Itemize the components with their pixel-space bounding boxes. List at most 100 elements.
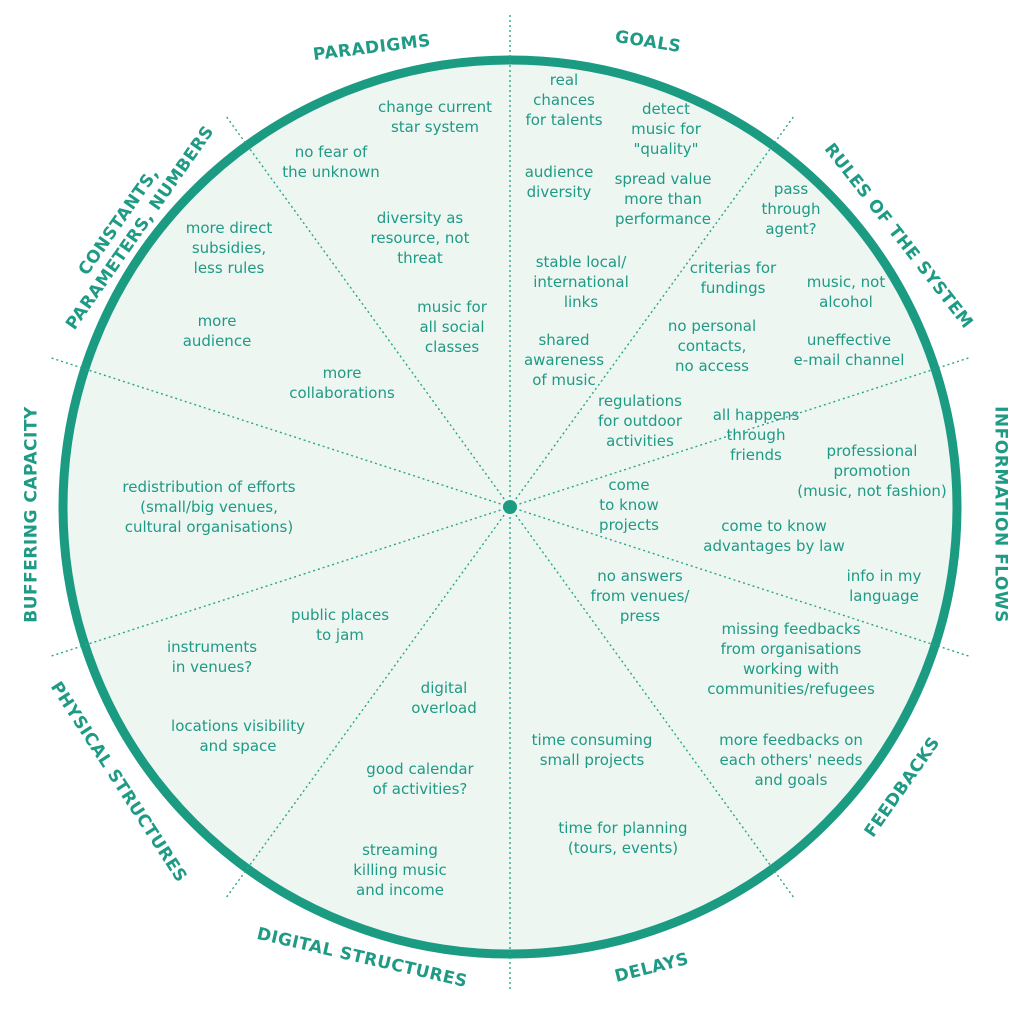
note-line: no answers [597, 567, 683, 585]
note-line: shared [538, 331, 590, 349]
note-line: from venues/ [590, 587, 690, 605]
sector-divider [509, 116, 794, 508]
note-line: more [197, 312, 237, 330]
sector-divider [226, 506, 511, 898]
note-real-chances: real chances for talents [525, 70, 602, 130]
category-label-line: BUFFERING CAPACITY [21, 405, 42, 623]
note-line: regulations [597, 392, 683, 410]
note-line: good calendar [366, 760, 474, 778]
note-time-planning: time for planning(tours, events) [558, 818, 687, 858]
note-line: music for [417, 298, 487, 316]
category-label-buffering: BUFFERING CAPACITY [22, 399, 43, 629]
note-line: more than [624, 190, 702, 208]
note-line: international [533, 273, 629, 291]
note-line: no fear of [294, 143, 368, 161]
note-line: collaborations [289, 384, 395, 402]
sector-divider [509, 506, 969, 657]
sector-divider [51, 357, 511, 508]
note-line: e-mail channel [793, 351, 905, 369]
note-line: time for planning [558, 819, 688, 837]
note-line: to jam [316, 626, 364, 644]
note-line: more feedbacks on [719, 731, 863, 749]
note-line: links [563, 293, 599, 311]
note-good-calendar: good calendar of activities? [366, 759, 473, 799]
note-line: small projects [539, 751, 645, 769]
note-line: alcohol [819, 293, 873, 311]
note-line: redistribution of efforts [122, 478, 296, 496]
category-label-line: INFORMATION FLOWS [990, 405, 1011, 623]
note-line: criterias for [689, 259, 777, 277]
note-line: (small/big venues, [140, 498, 278, 516]
note-line: for talents [525, 111, 603, 129]
note-line: cultural organisations) [124, 518, 294, 536]
note-line: awareness [523, 351, 605, 369]
note-redistribution-efforts: redistribution of efforts (small/big venu… [122, 477, 295, 537]
note-line: change current [377, 98, 493, 116]
note-line: less rules [193, 259, 265, 277]
note-line: missing feedbacks [721, 620, 861, 638]
note-line: instruments [166, 638, 258, 656]
note-line: uneffective [806, 331, 892, 349]
note-no-answers-venues: no answers from venues/press [591, 566, 690, 626]
note-line: digital [420, 679, 468, 697]
note-line: and space [199, 737, 277, 755]
note-line: come [608, 476, 650, 494]
note-music-all-classes: music for all social classes [417, 297, 487, 357]
note-line: from organisations [720, 640, 862, 658]
note-line: through [761, 200, 821, 218]
note-line: streaming [362, 841, 438, 859]
note-line: working with [742, 660, 840, 678]
note-line: press [619, 607, 661, 625]
note-line: in venues? [171, 658, 253, 676]
note-line: real [549, 71, 579, 89]
note-line: each others' needs [719, 751, 863, 769]
note-professional-promotion: professional promotion (music, not fashion… [797, 441, 947, 501]
note-line: agent? [765, 220, 817, 238]
note-line: professional [826, 442, 918, 460]
note-line: activities [606, 432, 674, 450]
note-line: no access [674, 357, 749, 375]
note-line: come to know [721, 517, 827, 535]
note-line: all happens [712, 406, 800, 424]
note-line: "quality" [633, 140, 699, 158]
note-criterias-fundings: criterias for fundings [690, 258, 776, 298]
note-line: to know [599, 496, 659, 514]
note-line: friends [730, 446, 782, 464]
note-line: star system [390, 118, 480, 136]
sector-divider [509, 506, 794, 898]
note-uneffective-email: uneffective e-mail channel [794, 330, 905, 370]
note-instruments-venues: instruments in venues? [167, 637, 257, 677]
note-missing-feedbacks: missing feedbacks from organisations worki… [707, 619, 875, 699]
note-line: of activities? [372, 780, 468, 798]
note-line: audience [182, 332, 252, 350]
note-line: classes [424, 338, 480, 356]
note-line: pass [773, 180, 809, 198]
note-line: no personal [667, 317, 757, 335]
sector-dividers [51, 15, 969, 989]
note-line: public places [290, 606, 390, 624]
note-line: chances [533, 91, 595, 109]
note-line: promotion [833, 462, 911, 480]
note-line: spread value [614, 170, 712, 188]
note-line: all social [419, 318, 485, 336]
note-line: more direct [185, 219, 273, 237]
note-line: (music, not fashion) [797, 482, 947, 500]
note-line: fundings [700, 279, 766, 297]
note-line: diversity [526, 183, 592, 201]
